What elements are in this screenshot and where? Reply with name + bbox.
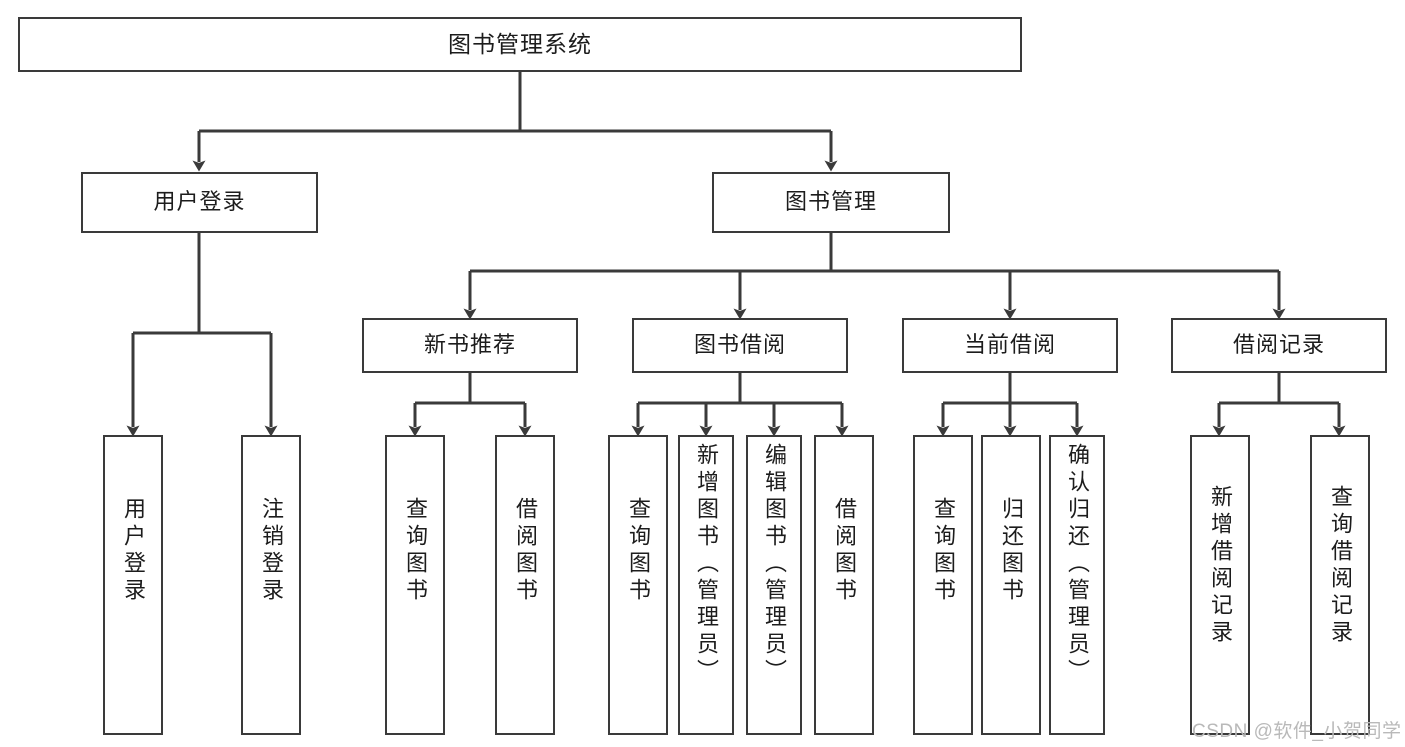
node-label: 借阅图书 (832, 497, 857, 605)
leaf-query-book-3[interactable]: 查询图书 (913, 435, 973, 735)
node-label: 查询图书 (931, 497, 956, 605)
leaf-logout[interactable]: 注销登录 (241, 435, 301, 735)
node-borrowing-record[interactable]: 借阅记录 (1171, 318, 1387, 373)
leaf-query-book-1[interactable]: 查询图书 (385, 435, 445, 735)
node-label: 用户登录 (153, 189, 246, 215)
node-label: 确认归还（管理员） (1065, 443, 1090, 686)
leaf-return-book[interactable]: 归还图书 (981, 435, 1041, 735)
node-user-login[interactable]: 用户登录 (81, 172, 318, 233)
node-label: 用户登录 (121, 497, 146, 605)
node-label: 归还图书 (999, 497, 1024, 605)
leaf-query-borrow-record[interactable]: 查询借阅记录 (1310, 435, 1370, 735)
node-root-system[interactable]: 图书管理系统 (18, 17, 1022, 72)
node-label: 图书管理 (784, 189, 877, 215)
leaf-query-book-2[interactable]: 查询图书 (608, 435, 668, 735)
node-label: 图书借阅 (693, 332, 786, 358)
node-new-book-recommendation[interactable]: 新书推荐 (362, 318, 578, 373)
leaf-confirm-return-admin[interactable]: 确认归还（管理员） (1049, 435, 1105, 735)
node-label: 新书推荐 (423, 332, 516, 358)
leaf-edit-book-admin[interactable]: 编辑图书（管理员） (746, 435, 802, 735)
node-current-borrowing[interactable]: 当前借阅 (902, 318, 1118, 373)
leaf-borrow-book-1[interactable]: 借阅图书 (495, 435, 555, 735)
leaf-add-book-admin[interactable]: 新增图书（管理员） (678, 435, 734, 735)
node-book-borrowing[interactable]: 图书借阅 (632, 318, 848, 373)
leaf-user-login[interactable]: 用户登录 (103, 435, 163, 735)
node-label: 借阅图书 (513, 497, 538, 605)
node-label: 当前借阅 (963, 332, 1056, 358)
csdn-watermark: CSDN @软件_小贺同学 (1192, 721, 1402, 742)
node-label: 新增借阅记录 (1208, 485, 1233, 647)
node-label: 借阅记录 (1232, 332, 1325, 358)
node-label: 查询借阅记录 (1328, 485, 1353, 647)
leaf-borrow-book-2[interactable]: 借阅图书 (814, 435, 874, 735)
node-label: 编辑图书（管理员） (762, 443, 787, 686)
node-label: 查询图书 (403, 497, 428, 605)
node-label: 查询图书 (626, 497, 651, 605)
node-label: 注销登录 (259, 497, 284, 605)
node-book-management[interactable]: 图书管理 (712, 172, 950, 233)
leaf-add-borrow-record[interactable]: 新增借阅记录 (1190, 435, 1250, 735)
node-label: 新增图书（管理员） (694, 443, 719, 686)
node-label: 图书管理系统 (448, 30, 592, 57)
